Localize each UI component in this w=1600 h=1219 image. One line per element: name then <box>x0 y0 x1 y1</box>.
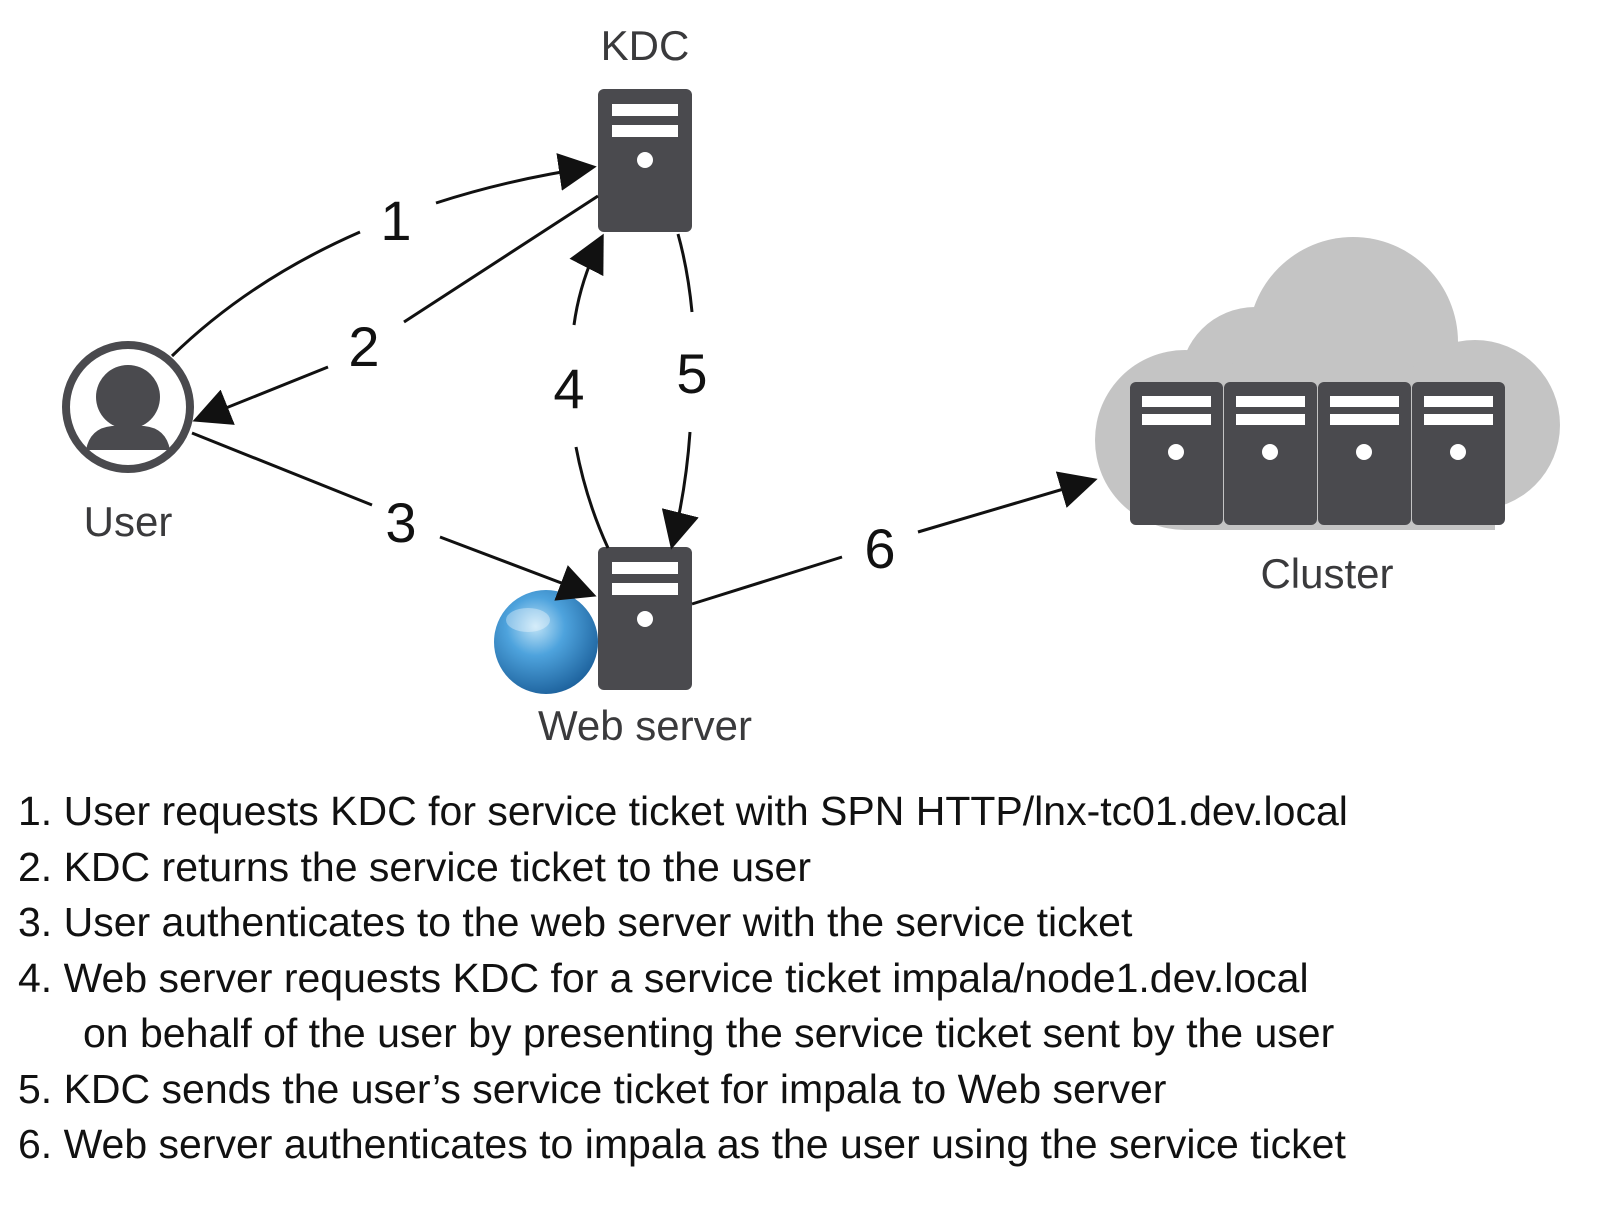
globe-icon <box>494 590 598 694</box>
edge-label-6: 6 <box>864 517 895 580</box>
legend-step-2: 2. KDC returns the service ticket to the… <box>18 843 811 890</box>
edge-5-path-head <box>661 431 699 550</box>
edge-4-path-head <box>569 233 604 326</box>
edge-label-2: 2 <box>348 315 379 378</box>
cluster-label: Cluster <box>1260 550 1393 597</box>
edge-4-path <box>574 446 610 549</box>
server-icon <box>1130 382 1223 525</box>
user-label: User <box>84 498 173 545</box>
edge-5-path <box>676 233 694 313</box>
legend-step-6: 6. Web server authenticates to impala as… <box>18 1121 1346 1167</box>
edge-6-path-head <box>917 471 1098 534</box>
web-server-label: Web server <box>538 702 752 749</box>
user-icon <box>62 341 194 473</box>
kdc-label: KDC <box>601 22 690 69</box>
edge-label-3: 3 <box>385 491 416 554</box>
kerberos-flow-diagram: 1 2 3 4 5 6 KDC User Web server Cluster <box>62 22 1560 749</box>
edge-3-path-head <box>439 535 597 601</box>
kdc-server-icon <box>598 89 692 232</box>
server-icon <box>1224 382 1317 525</box>
legend-step-3: 3. User authenticates to the web server … <box>18 899 1133 945</box>
step-legend: 1. User requests KDC for service ticket … <box>18 784 1588 1173</box>
edge-1-path <box>170 230 361 358</box>
edge-3-path <box>191 431 373 507</box>
edge-6-path <box>691 555 843 606</box>
legend-step-5: 5. KDC sends the user’s service ticket f… <box>18 1065 1167 1112</box>
edge-1-path-head <box>435 153 597 205</box>
server-icon <box>1318 382 1411 525</box>
web-server-icon <box>598 547 692 690</box>
legend-step-4-continued: on behalf of the user by presenting the … <box>83 1010 1335 1056</box>
legend-step-1: 1. User requests KDC for service ticket … <box>18 788 1348 834</box>
edge-label-5: 5 <box>676 342 707 405</box>
legend-step-4: 4. Web server requests KDC for a service… <box>18 954 1309 1001</box>
edge-label-1: 1 <box>380 189 411 252</box>
cluster-servers <box>1130 382 1505 525</box>
edge-2-path-head <box>192 365 329 425</box>
edge-label-4: 4 <box>553 357 584 420</box>
edge-2-path <box>403 194 599 324</box>
server-icon <box>1412 382 1505 525</box>
